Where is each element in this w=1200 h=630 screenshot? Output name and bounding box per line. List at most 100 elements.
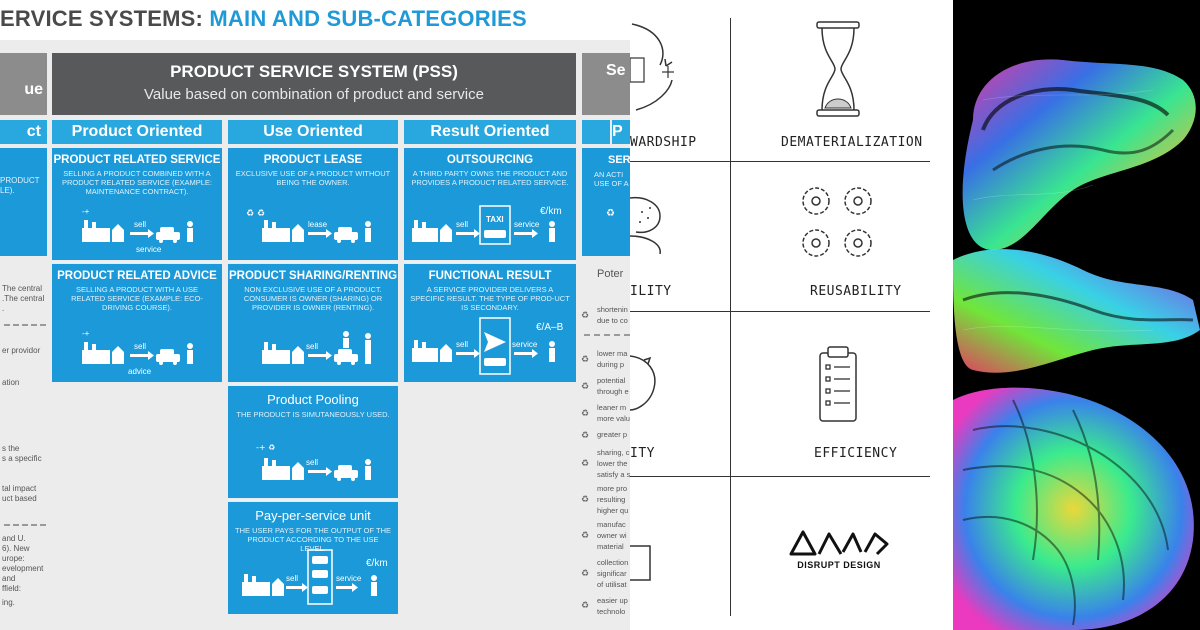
cell-product-sharing: PRODUCT SHARING/RENTING NON EXCLUSIVE US…	[228, 264, 398, 382]
left-text-7: s a specific	[2, 454, 42, 463]
label-dematerialization: DEMATERIALIZATION	[781, 135, 923, 150]
cell-desc: THE USER PAYS FOR THE OUTPUT OF THE PROD…	[235, 526, 391, 553]
potential-item: higher qu	[597, 506, 629, 515]
right-edge-cell: SER AN ACTI USE OF A ♻	[582, 148, 630, 256]
sell-label: sell	[456, 220, 468, 229]
cell-pay-per-service: Pay-per-service unit THE USER PAYS FOR T…	[228, 502, 398, 614]
cycle-arrows-icon	[630, 23, 674, 111]
potential-item: due to co	[597, 316, 628, 325]
recycle-icon: ♻	[581, 408, 590, 418]
recycle-icon: ♻	[581, 458, 590, 468]
left-text-6: s the	[2, 444, 20, 453]
left-text-3: .	[2, 304, 5, 313]
label-stewardship: WARDSHIP	[630, 135, 697, 150]
factory-car-person-icon: -+ sell service	[82, 207, 193, 254]
left-text-10: and U.	[2, 534, 26, 543]
column-result-oriented: Result Oriented	[404, 120, 576, 144]
recycle-icon: ♻	[581, 568, 590, 578]
disrupt-design-logo	[789, 530, 889, 556]
cell-product-related-service: PRODUCT RELATED SERVICE SELLING A PRODUC…	[52, 148, 222, 260]
cell-title: OUTSOURCING	[446, 154, 534, 166]
recycle-icon: ♻	[581, 381, 590, 391]
left-edge-cell	[0, 148, 47, 256]
cell-separator	[228, 383, 398, 385]
svg-text:-+ ♻: -+ ♻	[256, 443, 275, 452]
left-text-11: 6). New	[2, 544, 30, 553]
lease-label: lease	[308, 220, 328, 229]
cell-product-related-advice: PRODUCT RELATED ADVICE SELLING A PRODUCT…	[52, 264, 222, 382]
potential-item: material	[597, 542, 624, 551]
factory-car-people-icon: sell	[262, 331, 371, 365]
logo-text: DISRUPT DESIGN	[797, 560, 881, 570]
left-text-16: ing.	[2, 598, 15, 607]
left-header-fragment: ue	[0, 53, 47, 115]
taxi-sign: TAXI	[486, 215, 504, 224]
brain-image-panel	[953, 0, 1200, 630]
clipboard-icon	[819, 346, 857, 422]
pss-header-subtitle: Value based on combination of product an…	[144, 86, 484, 103]
right-header-text: Se	[606, 62, 626, 79]
price-label: €/km	[540, 206, 562, 217]
sell-label: sell	[134, 342, 146, 351]
sell-label: sell	[306, 342, 318, 351]
potential-item: collection	[597, 558, 629, 567]
cell-icons: -+ sell advice	[52, 324, 222, 376]
service-label: service	[512, 340, 538, 349]
label-reusability: REUSABILITY	[810, 284, 902, 299]
potential-item: easier up	[597, 596, 628, 605]
service-label: service	[514, 220, 540, 229]
factory-taxi-person-icon: TAXI sell service €/km	[412, 205, 562, 245]
cell-title: PRODUCT SHARING/RENTING	[228, 270, 398, 282]
cell-separator	[228, 499, 398, 501]
left-text-8: tal impact	[2, 484, 37, 493]
stone-icon	[630, 196, 661, 255]
cell-title: PRODUCT LEASE	[263, 154, 363, 166]
potential-item: through e	[597, 387, 629, 396]
cell-title: Product Pooling	[267, 392, 359, 407]
circular-arrow-icon	[630, 355, 656, 411]
pss-title-part2: MAIN AND SUB-CATEGORIES	[209, 6, 527, 31]
potential-item: during p	[597, 360, 625, 369]
dashed-divider	[4, 324, 46, 326]
left-text-4: er providor	[2, 346, 41, 355]
cell-title: Pay-per-service unit	[255, 508, 371, 523]
factory-car-person-icon: -+ sell advice	[82, 329, 193, 376]
right-column-fragment: P	[612, 120, 630, 144]
right-edge-cell-desc: AN ACTI USE OF A	[594, 170, 629, 188]
design-panel: WARDSHIP DEMATERIALIZATION ILITY REUSABI…	[630, 0, 953, 630]
cell-icons: sell service €/A–B	[404, 316, 576, 376]
pss-panel: ERVICE SYSTEMS: MAIN AND SUB-CATEGORIES …	[0, 6, 630, 630]
recycle-icon: ♻	[581, 494, 590, 504]
svg-text:♻ ♻: ♻ ♻	[246, 209, 265, 219]
recycle-icon: ♻	[581, 430, 590, 440]
price-label: €/A–B	[536, 322, 564, 333]
cell-desc: NON EXCLUSIVE USE OF A PRODUCT. CONSUMER…	[243, 285, 383, 312]
potential-item: manufac	[597, 520, 626, 529]
pss-title: ERVICE SYSTEMS: MAIN AND SUB-CATEGORIES	[0, 6, 527, 32]
cell-icons: TAXI sell service €/km	[404, 202, 576, 254]
sell-label: sell	[306, 458, 318, 467]
cell-icons: -+ ♻ sell	[228, 440, 398, 492]
label-efficiency: EFFICIENCY	[814, 446, 898, 461]
potential-item: more pro	[597, 484, 628, 493]
left-text-12: urope:	[2, 554, 25, 563]
pss-title-part1: ERVICE SYSTEMS:	[0, 6, 204, 31]
recycle-icon: ♻	[606, 208, 615, 219]
grid-horizontal-line	[630, 476, 930, 477]
dashed-divider	[4, 524, 46, 526]
potential-item: potential	[597, 376, 626, 385]
grid-vertical-line	[730, 18, 731, 616]
hourglass-icon	[816, 21, 860, 117]
pss-header: PRODUCT SERVICE SYSTEM (PSS) Value based…	[52, 53, 576, 115]
cell-desc: SELLING A PRODUCT WITH A USE RELATED SER…	[71, 285, 203, 312]
potential-item: technolo	[597, 607, 626, 616]
left-text-5: ation	[2, 378, 20, 387]
right-column-fragment-bar	[582, 120, 610, 144]
brain-tractography-image	[953, 59, 1200, 630]
factory-cars-person-icon: sell service €/km	[242, 549, 388, 605]
potential-item: significar	[597, 569, 627, 578]
cell-desc: SELLING A PRODUCT COMBINED WITH A PRODUC…	[61, 169, 213, 196]
cell-separator	[404, 261, 576, 263]
left-text-2: .The central	[2, 294, 45, 303]
factory-plane-person-icon: sell service €/A–B	[412, 317, 564, 375]
